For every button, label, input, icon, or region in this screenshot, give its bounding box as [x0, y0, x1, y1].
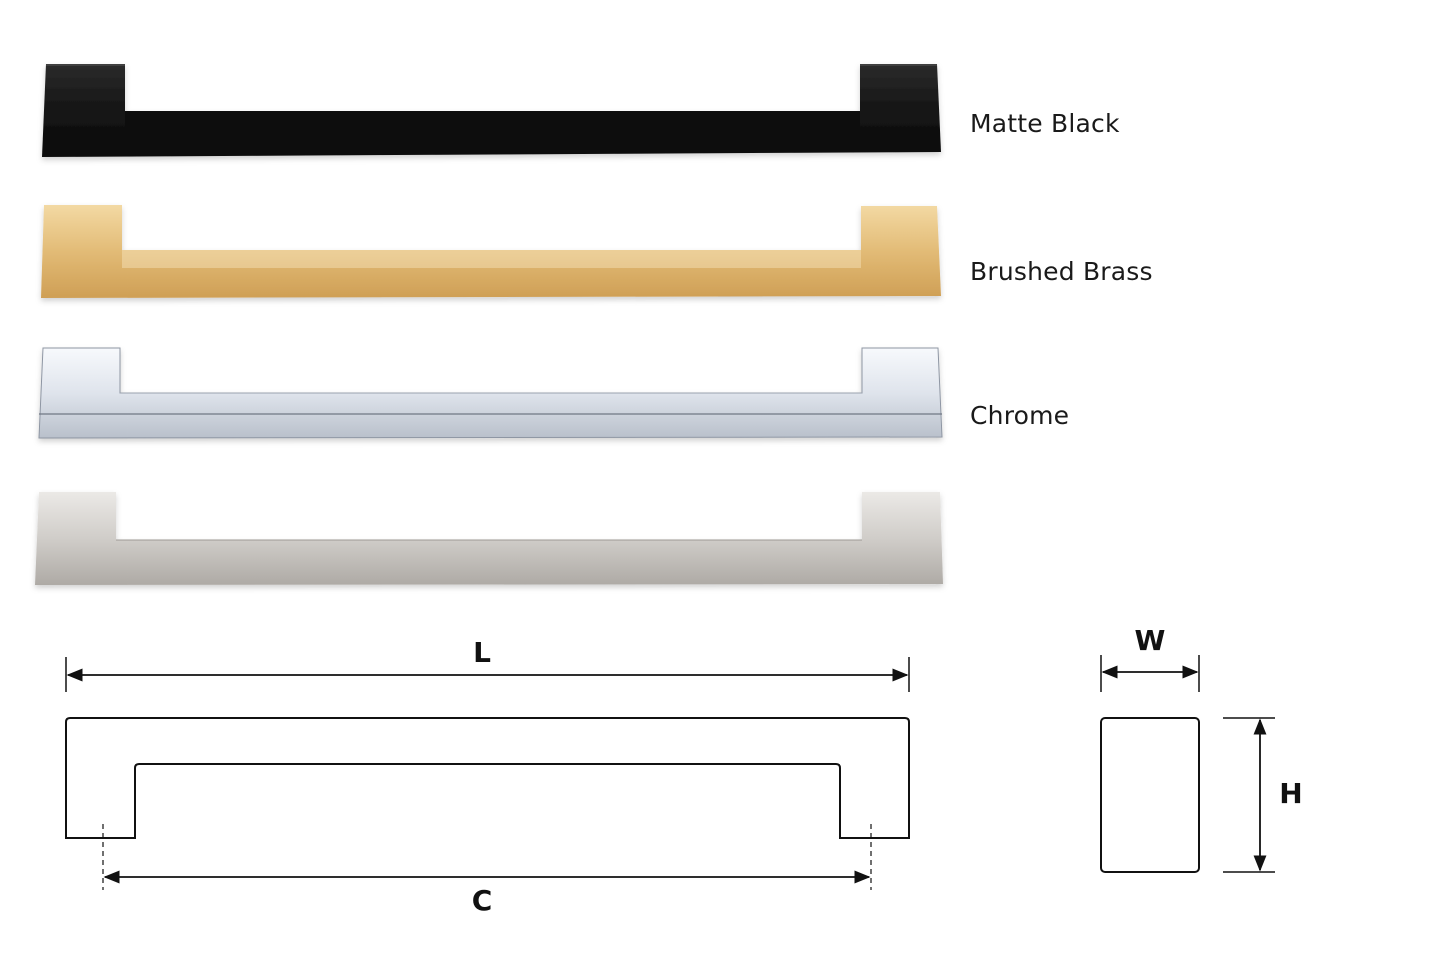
width-dimension: W: [1100, 624, 1200, 692]
center-dimension: C: [102, 824, 872, 917]
handle-matte-black: [42, 64, 941, 157]
handle-outline: [65, 717, 910, 839]
center-label: C: [472, 884, 493, 917]
finish-label-matte-black: Matte Black: [970, 109, 1120, 138]
dimension-drawing: L C W H: [65, 624, 1303, 917]
height-label: H: [1279, 777, 1302, 810]
handle-chrome: [38, 347, 943, 439]
finish-label-chrome: Chrome: [970, 401, 1070, 430]
cross-section: [1100, 717, 1200, 873]
length-dimension: L: [65, 636, 910, 692]
handle-satin-nickel: [35, 492, 943, 585]
finish-handles: [35, 64, 943, 585]
handle-brushed-brass: [41, 205, 941, 298]
finish-label-brushed-brass: Brushed Brass: [970, 257, 1153, 286]
length-label: L: [473, 636, 491, 669]
height-dimension: H: [1223, 717, 1303, 873]
width-label: W: [1135, 624, 1166, 657]
